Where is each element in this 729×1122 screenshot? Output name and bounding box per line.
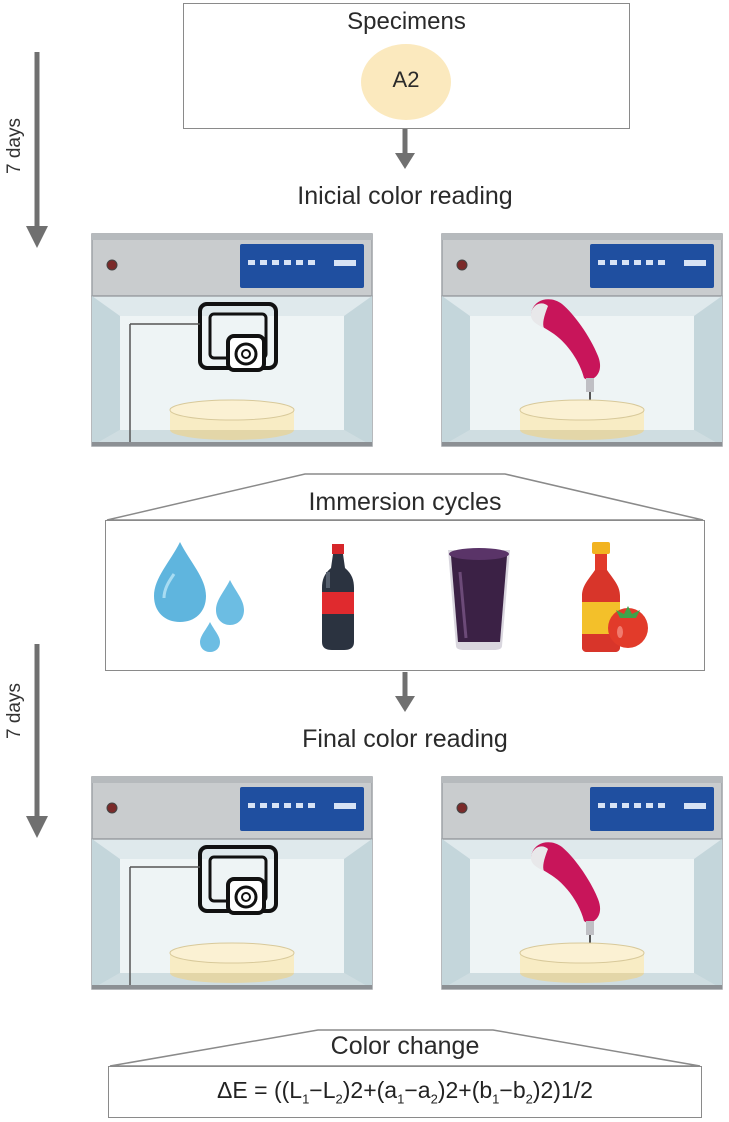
delta-e-formula: ΔE = ((L1−L2)2+(a1−a2)2+(b1−b2)2)1/2 — [217, 1077, 593, 1107]
side-arrow-bottom — [26, 644, 48, 838]
final-reading-label: Final color reading — [302, 725, 508, 753]
specimens-title: Specimens — [347, 8, 466, 35]
side-label-bottom: 7 days — [4, 683, 25, 739]
color-change-label: Color change — [330, 1032, 480, 1060]
flow-arrow-2 — [395, 672, 415, 712]
spectrophotometer-icon — [530, 842, 601, 943]
shade-label: A2 — [392, 67, 420, 92]
shade-circle — [361, 44, 451, 120]
immersion-label: Immersion cycles — [308, 488, 502, 516]
tablet-camera-icon — [129, 302, 278, 444]
spectrophotometer-icon — [530, 299, 601, 400]
tablet-camera-icon — [129, 845, 278, 987]
cola-bottle-icon — [322, 544, 354, 650]
water-drops-icon — [154, 542, 244, 652]
initial-reading-label: Inicial color reading — [297, 182, 513, 210]
acai-cup-icon — [448, 548, 510, 650]
ketchup-tomato-icon — [582, 542, 648, 652]
formula-box — [108, 1066, 702, 1118]
side-arrow-top — [26, 52, 48, 248]
flow-arrow-1 — [395, 129, 415, 169]
side-label-top: 7 days — [4, 118, 25, 174]
